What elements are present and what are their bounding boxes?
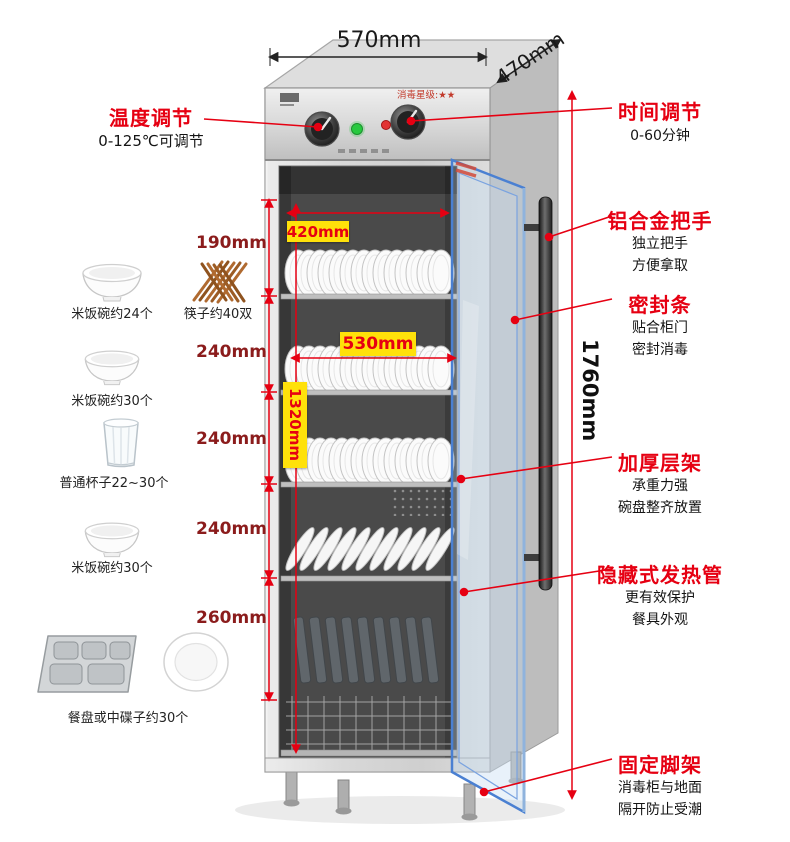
- bottom-rail: [264, 757, 491, 773]
- capacity-plates30-label: 餐盘或中碟子约30个: [67, 711, 189, 726]
- temperature-desc: 0-125℃可调节: [98, 132, 204, 150]
- capacity-chopsticks-label: 筷子约40双: [183, 307, 253, 322]
- compartment-tray-icon: [37, 635, 137, 693]
- door-handle: [538, 196, 553, 591]
- shelf-line2: 碗盘整齐放置: [618, 500, 702, 516]
- chopsticks-icon: [192, 260, 248, 304]
- capacity-bowls30b-label: 米饭碗约30个: [71, 561, 153, 576]
- handle-bracket-top: [524, 224, 541, 231]
- rice-bowl-icon: [84, 350, 140, 386]
- inner-height-text: 1320mm: [286, 388, 304, 462]
- shelf-height-label: 190mm: [196, 233, 267, 253]
- seal-title: 密封条: [628, 293, 692, 317]
- time-title: 时间调节: [618, 100, 702, 124]
- floor-shadow: [235, 796, 565, 824]
- shelf-dimension-lines: [261, 90, 577, 800]
- feet-line2: 隔开防止受潮: [618, 802, 702, 818]
- brand-logo-mark: [280, 93, 299, 102]
- handle-bracket-bottom: [524, 554, 541, 561]
- inner-shelf-width-badge: 530mm: [340, 332, 416, 356]
- width-dimension-label: 570mm: [336, 28, 422, 53]
- green-indicator-light: [351, 123, 363, 135]
- heater-title: 隐藏式发热管: [597, 563, 723, 587]
- sterilization-grade-label: 消毒星级:★★: [397, 90, 456, 101]
- red-indicator-light: [381, 120, 391, 130]
- plate-icon: [163, 632, 229, 692]
- inner-height-badge: 1320mm: [283, 382, 307, 468]
- outer-dimension-lines: [267, 38, 562, 84]
- rice-bowl-icon: [82, 263, 142, 302]
- glass-door: [450, 158, 553, 815]
- wire-basket: [286, 696, 453, 750]
- total-height-text: 1760mm: [578, 338, 602, 442]
- plate-row-4: [281, 524, 459, 574]
- handle-title: 铝合金把手: [607, 209, 713, 233]
- control-panel: [264, 87, 491, 161]
- capacity-cups-label: 普通杯子22~30个: [59, 476, 169, 491]
- shelf-height-label: 240mm: [196, 519, 267, 539]
- glass-cup-icon: [103, 418, 139, 468]
- plate-row-3: [284, 437, 455, 485]
- heater-line1: 更有效保护: [625, 590, 695, 606]
- inner-top-width-badge: 420mm: [286, 221, 350, 242]
- total-height-label: 1760mm: [576, 336, 604, 444]
- leader-lines: [203, 107, 613, 793]
- shelf-height-label: 240mm: [196, 429, 267, 449]
- temperature-title: 温度调节: [109, 106, 193, 130]
- heater-line2: 餐具外观: [632, 612, 688, 628]
- time-desc: 0-60分钟: [630, 128, 690, 144]
- shelf-height-label: 240mm: [196, 342, 267, 362]
- rice-bowl-icon: [84, 522, 140, 558]
- capacity-bowls30a-label: 米饭碗约30个: [71, 394, 153, 409]
- feet-title: 固定脚架: [618, 753, 702, 777]
- brand-seal-mark: [455, 161, 477, 178]
- feet-line1: 消毒柜与地面: [618, 780, 702, 796]
- plate-row-1: [284, 249, 455, 297]
- shelf-line1: 承重力强: [632, 478, 688, 494]
- seal-line2: 密封消毒: [632, 342, 688, 358]
- handle-line2: 方便拿取: [632, 258, 688, 274]
- shelf-title: 加厚层架: [618, 451, 702, 475]
- handle-line1: 独立把手: [632, 236, 688, 252]
- vent-grille: [338, 149, 389, 153]
- capacity-bowls24-label: 米饭碗约24个: [71, 307, 153, 322]
- seal-line1: 贴合柜门: [632, 320, 688, 336]
- shelf-height-label: 260mm: [196, 608, 267, 628]
- leader-dots: [313, 116, 554, 797]
- temperature-knob: [304, 111, 340, 147]
- shelf-bars: [280, 293, 458, 757]
